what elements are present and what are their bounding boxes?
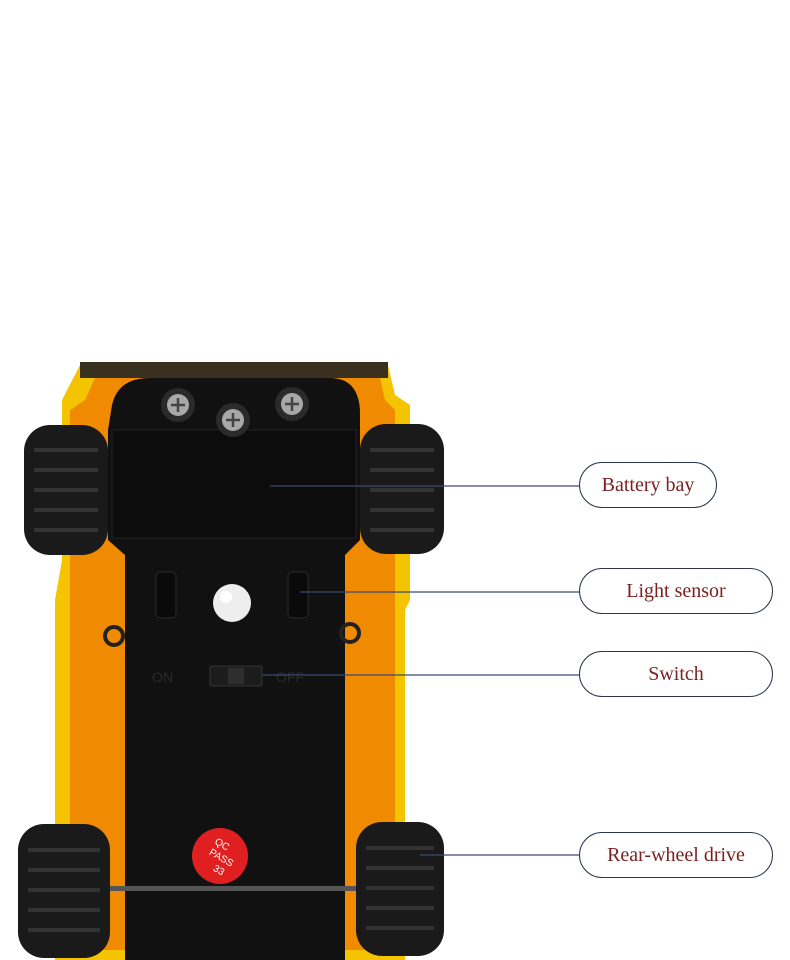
screw-icon (275, 387, 309, 421)
switch-on-label: ON (152, 669, 173, 685)
switch-off-label: OFF (276, 669, 304, 685)
callout-label: Battery bay (601, 473, 695, 496)
callout-battery-bay: Battery bay (579, 462, 717, 508)
callout-label: Switch (648, 662, 704, 685)
screw-icon (161, 388, 195, 422)
sensor-slot (287, 571, 309, 619)
sensor-slot (155, 571, 177, 619)
callout-light-sensor: Light sensor (579, 568, 773, 614)
callout-rear-wheel-drive: Rear-wheel drive (579, 832, 773, 878)
front-left-wheel (24, 425, 108, 555)
front-right-wheel (360, 424, 444, 554)
qc-pass-sticker: QC PASS 33 (192, 828, 248, 884)
screw-icon (216, 403, 250, 437)
callout-label: Rear-wheel drive (607, 843, 745, 866)
callout-label: Light sensor (626, 579, 726, 602)
chassis-plate: ON OFF QC PASS 33 (103, 378, 361, 960)
leader-lines (262, 485, 579, 856)
light-sensor-bulb (213, 584, 251, 622)
rear-right-wheel (356, 822, 444, 956)
callout-switch: Switch (579, 651, 773, 697)
svg-text:33: 33 (211, 863, 227, 878)
rear-left-wheel (18, 824, 110, 958)
